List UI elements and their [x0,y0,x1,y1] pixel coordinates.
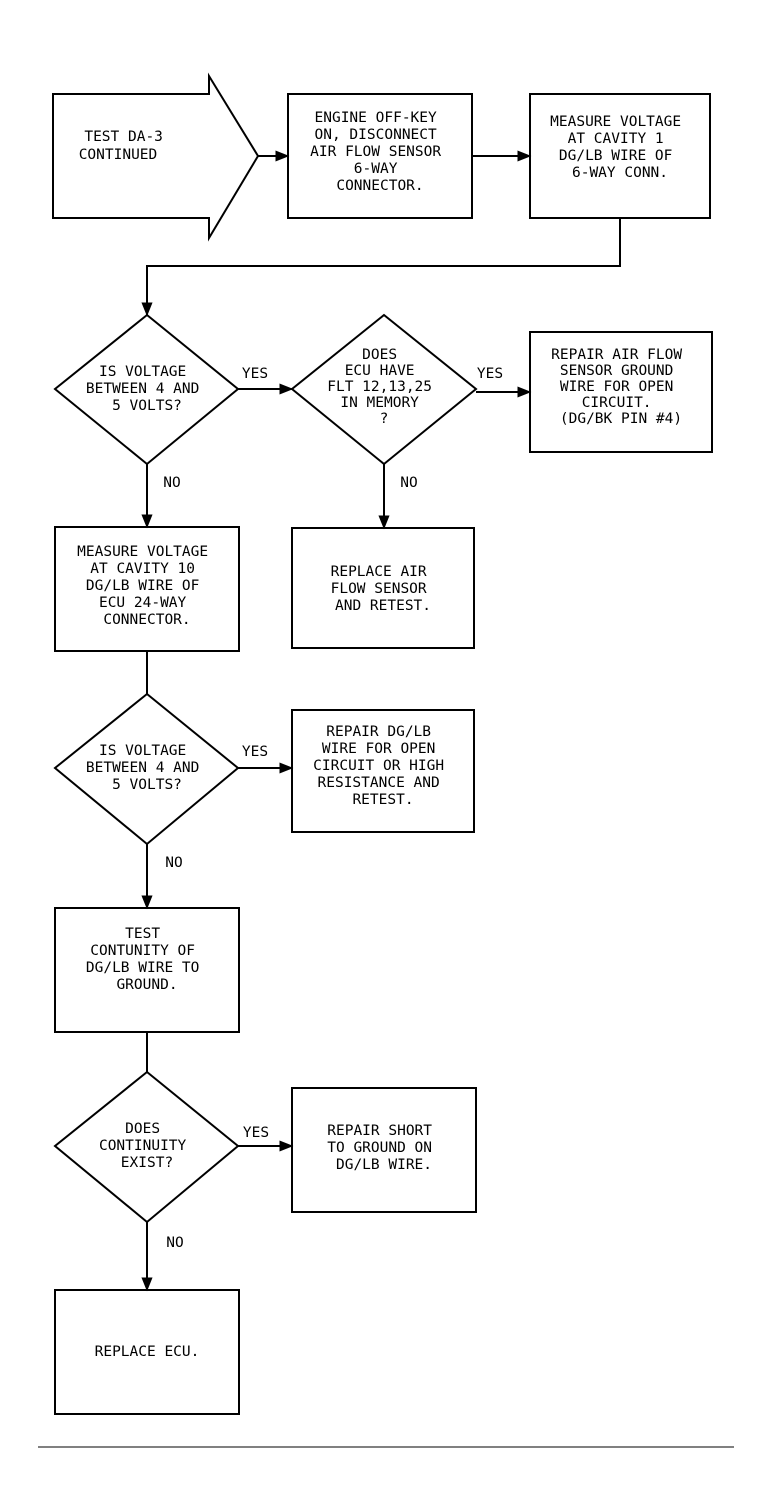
q4-text: DOES CONTINUITY EXIST? [99,1121,195,1171]
step4-text: TEST CONTUNITY OF DG/LB WIRE TO GROUND. [86,926,208,993]
step2-text: MEASURE VOLTAGE AT CAVITY 1 DG/LB WIRE O… [550,114,690,181]
q4-yes-label: YES [243,1125,269,1141]
connector-step2-q1 [141,218,621,317]
fix2-text: REPLACE AIR FLOW SENSOR AND RETEST. [331,564,436,614]
fix1-box [529,331,713,453]
q3-text: IS VOLTAGE BETWEEN 4 AND 5 VOLTS? [86,743,208,793]
q3-yes-label: YES [242,744,268,760]
start-arrow-shape [52,72,260,242]
q1-text: IS VOLTAGE BETWEEN 4 AND 5 VOLTS? [86,364,208,414]
fix1-text: REPAIR AIR FLOW SENSOR GROUND WIRE FOR O… [551,347,691,427]
fix5-box [54,1289,240,1415]
step3-box [54,526,240,652]
q2-yes-label: YES [477,366,503,382]
fix5-text: REPLACE ECU. [95,1344,200,1360]
step1-text: ENGINE OFF-KEY ON, DISCONNECT AIR FLOW S… [310,110,450,194]
q1-yes-label: YES [242,366,268,382]
start-text: TEST DA-3 CONTINUED [79,129,172,163]
fix3-text: REPAIR DG/LB WIRE FOR OPEN CIRCUIT OR HI… [313,724,453,808]
fix4-box [291,1087,477,1213]
q2-text: DOES ECU HAVE FLT 12,13,25 IN MEMORY ? [327,347,441,427]
q4-no-label: NO [166,1235,183,1251]
fix2-box [291,527,475,649]
q2-no-label: NO [400,475,417,491]
step1-box [287,93,473,219]
step3-text: MEASURE VOLTAGE AT CAVITY 10 DG/LB WIRE … [77,544,217,628]
q1-no-label: NO [163,475,180,491]
fix4-text: REPAIR SHORT TO GROUND ON DG/LB WIRE. [327,1123,441,1173]
q3-no-label: NO [165,855,182,871]
